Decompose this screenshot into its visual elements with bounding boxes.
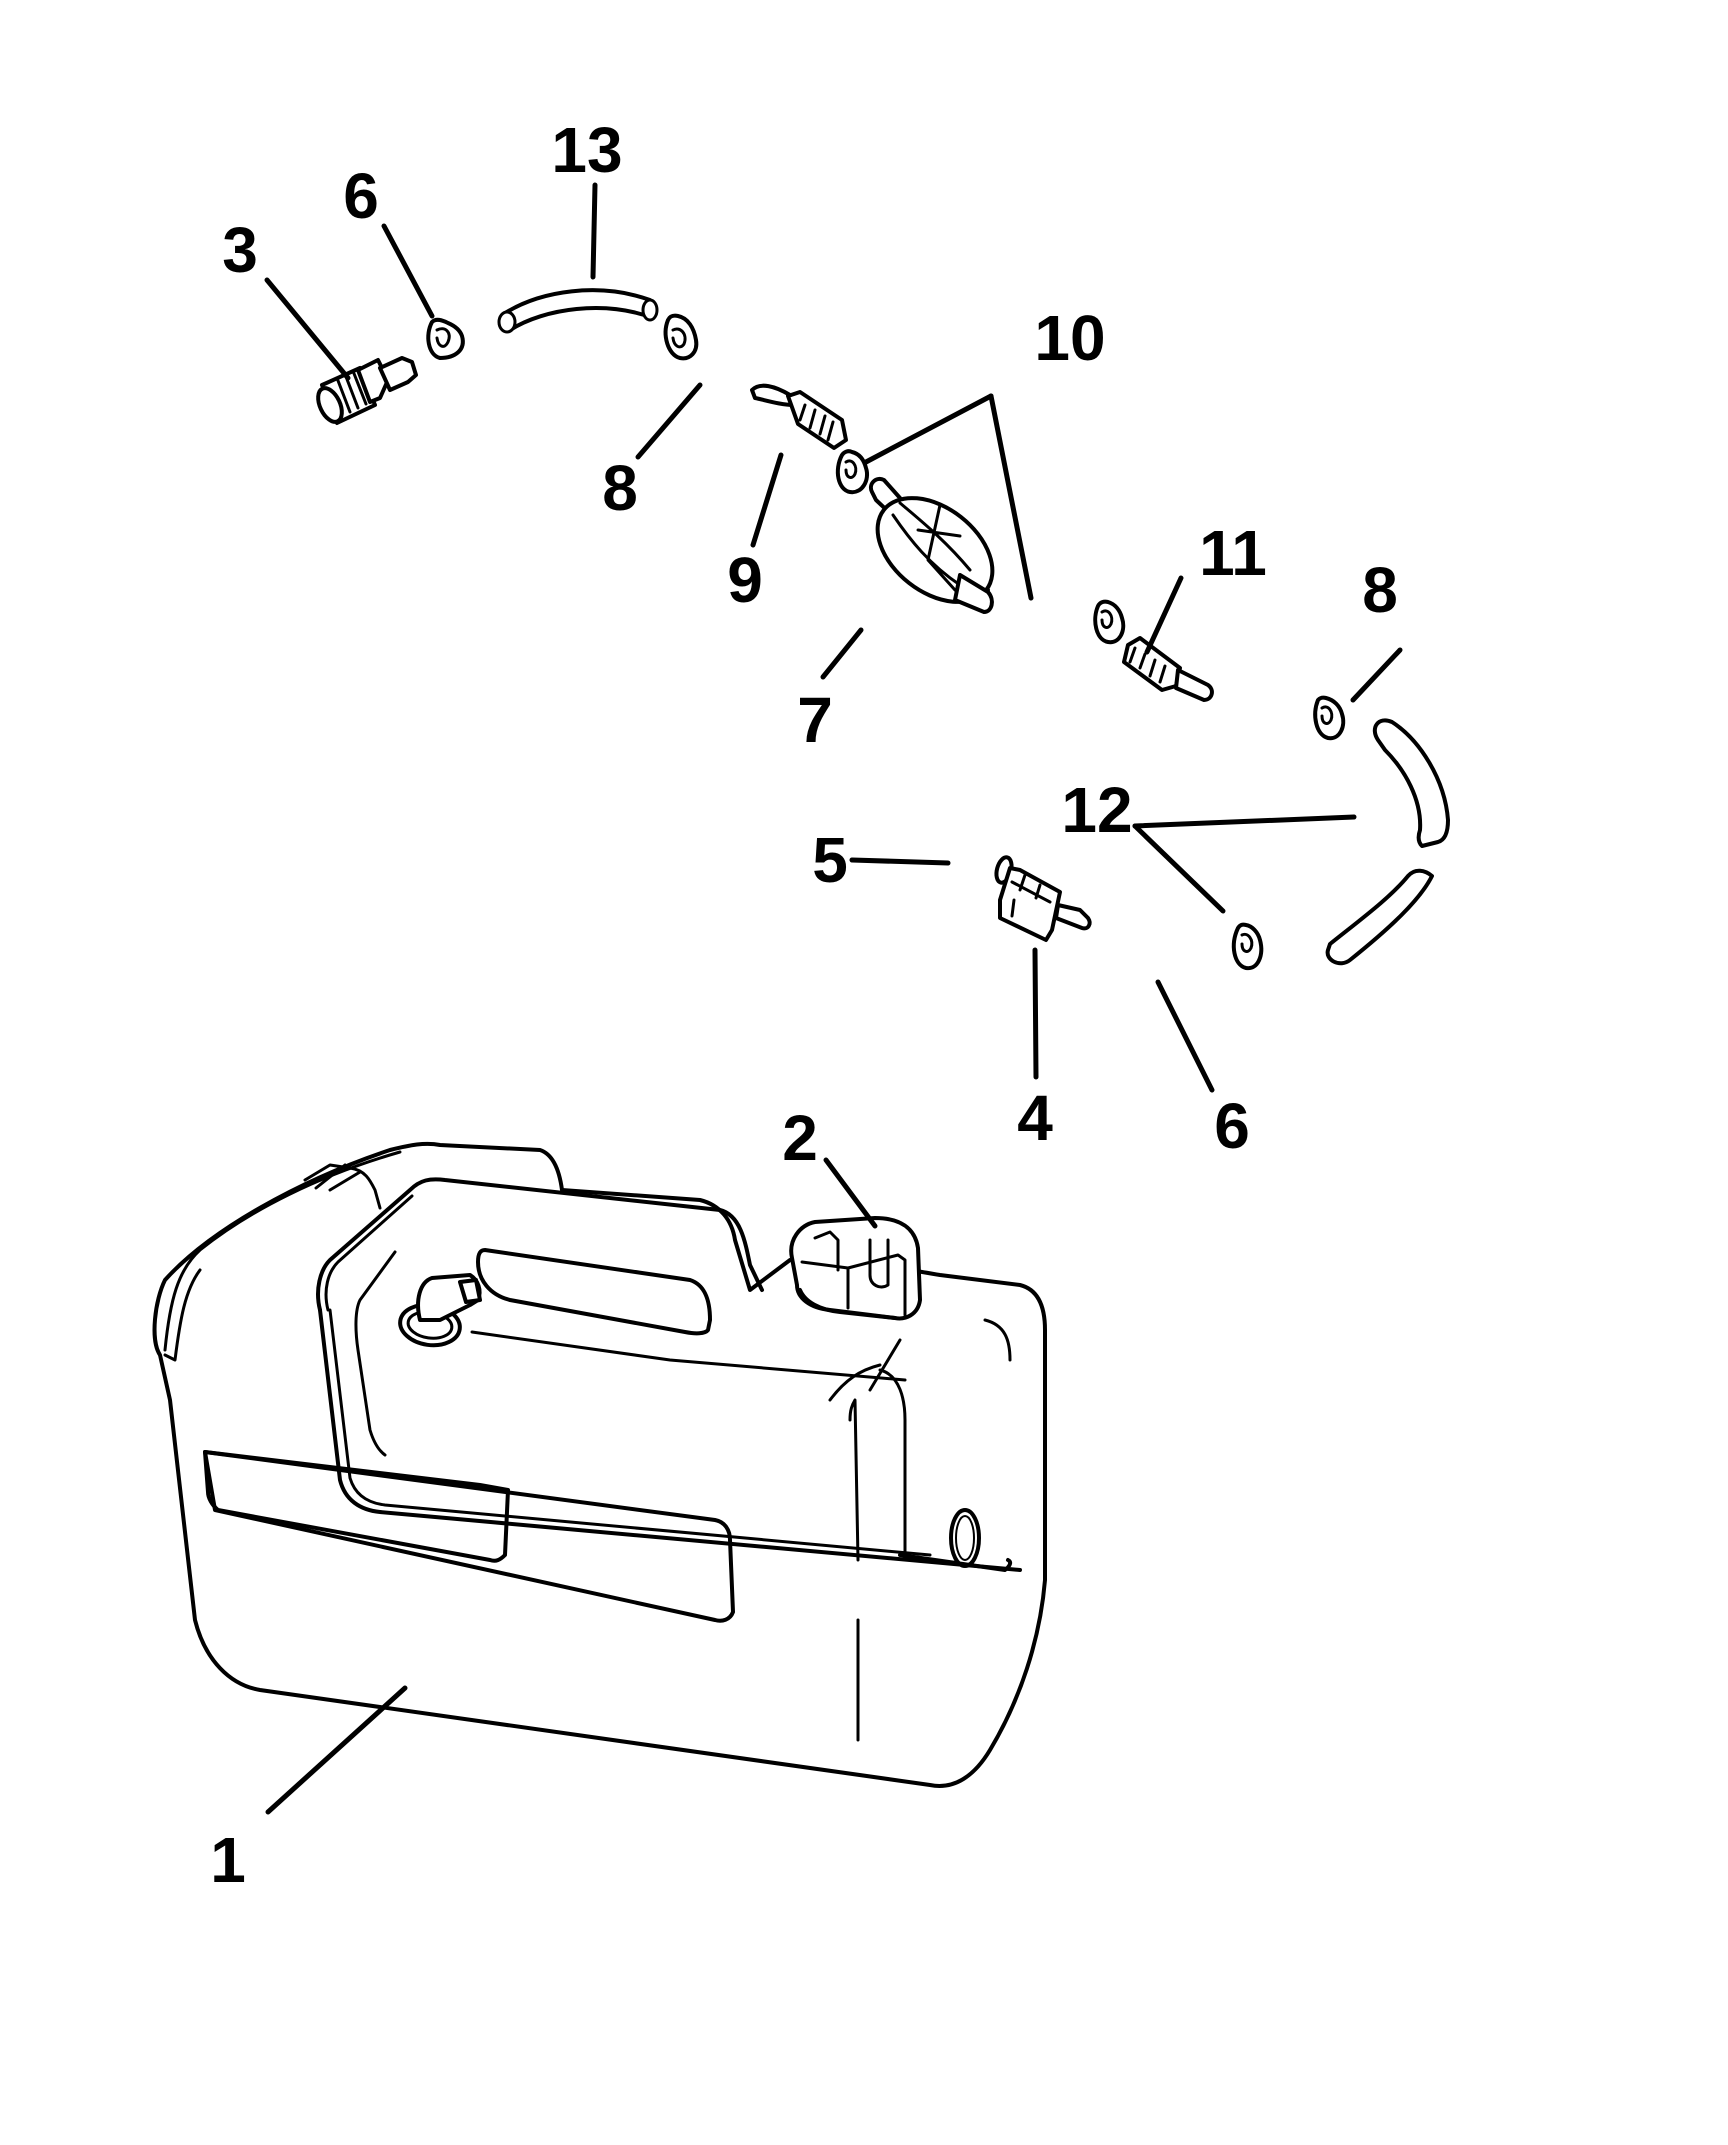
callout-8b: 8 xyxy=(1362,554,1398,626)
leader-12a xyxy=(1132,814,1357,829)
leader-8b xyxy=(1350,647,1403,703)
callout-9: 9 xyxy=(727,544,763,616)
filler-cap xyxy=(789,1216,922,1321)
leader-12b xyxy=(1132,823,1226,914)
callout-6a: 6 xyxy=(343,160,379,232)
leader-6b xyxy=(1155,979,1215,1093)
leader-1 xyxy=(265,1685,408,1815)
leader-3 xyxy=(264,277,351,381)
hose-clamp-upper xyxy=(426,317,465,360)
tank-connector xyxy=(998,866,1092,942)
outlet-check-valve xyxy=(1122,636,1214,702)
callout-1: 1 xyxy=(210,1824,246,1896)
callout-4: 4 xyxy=(1017,1082,1053,1154)
callout-labels: 1 2 3 4 5 6 6 7 8 8 9 10 11 12 13 xyxy=(210,114,1398,1896)
inlet-check-valve xyxy=(750,383,848,450)
leader-lines xyxy=(264,182,1403,1815)
leader-2 xyxy=(823,1157,878,1229)
callout-5: 5 xyxy=(812,824,848,896)
callout-10: 10 xyxy=(1034,302,1105,374)
leader-11 xyxy=(1144,575,1184,655)
hose-clamp-lower xyxy=(1231,922,1264,971)
callout-8a: 8 xyxy=(602,452,638,524)
leader-8a xyxy=(635,382,703,460)
threaded-hose-fitting xyxy=(316,356,418,425)
callout-7: 7 xyxy=(797,684,833,756)
callout-11: 11 xyxy=(1199,517,1267,589)
primer-bulb-clamp-2 xyxy=(1093,599,1126,645)
leader-5 xyxy=(849,857,951,866)
leader-4 xyxy=(1032,947,1039,1080)
callout-3: 3 xyxy=(222,214,258,286)
callout-13: 13 xyxy=(551,114,622,186)
leader-6a xyxy=(381,223,435,319)
callout-2: 2 xyxy=(782,1102,818,1174)
callout-6b: 6 xyxy=(1214,1090,1250,1162)
leader-10a xyxy=(863,393,994,465)
hose-clamp-left xyxy=(663,313,699,361)
primer-bulb-clamp-1 xyxy=(835,449,869,495)
fuel-hose-segments xyxy=(1325,718,1450,966)
short-fuel-hose xyxy=(497,288,659,334)
leader-7 xyxy=(820,627,864,680)
leader-13 xyxy=(590,182,598,280)
leader-9 xyxy=(750,452,784,548)
callout-12: 12 xyxy=(1061,774,1132,846)
primer-bulb xyxy=(869,477,995,614)
leader-10b xyxy=(988,393,1034,601)
hose-clamp-right xyxy=(1313,695,1346,741)
